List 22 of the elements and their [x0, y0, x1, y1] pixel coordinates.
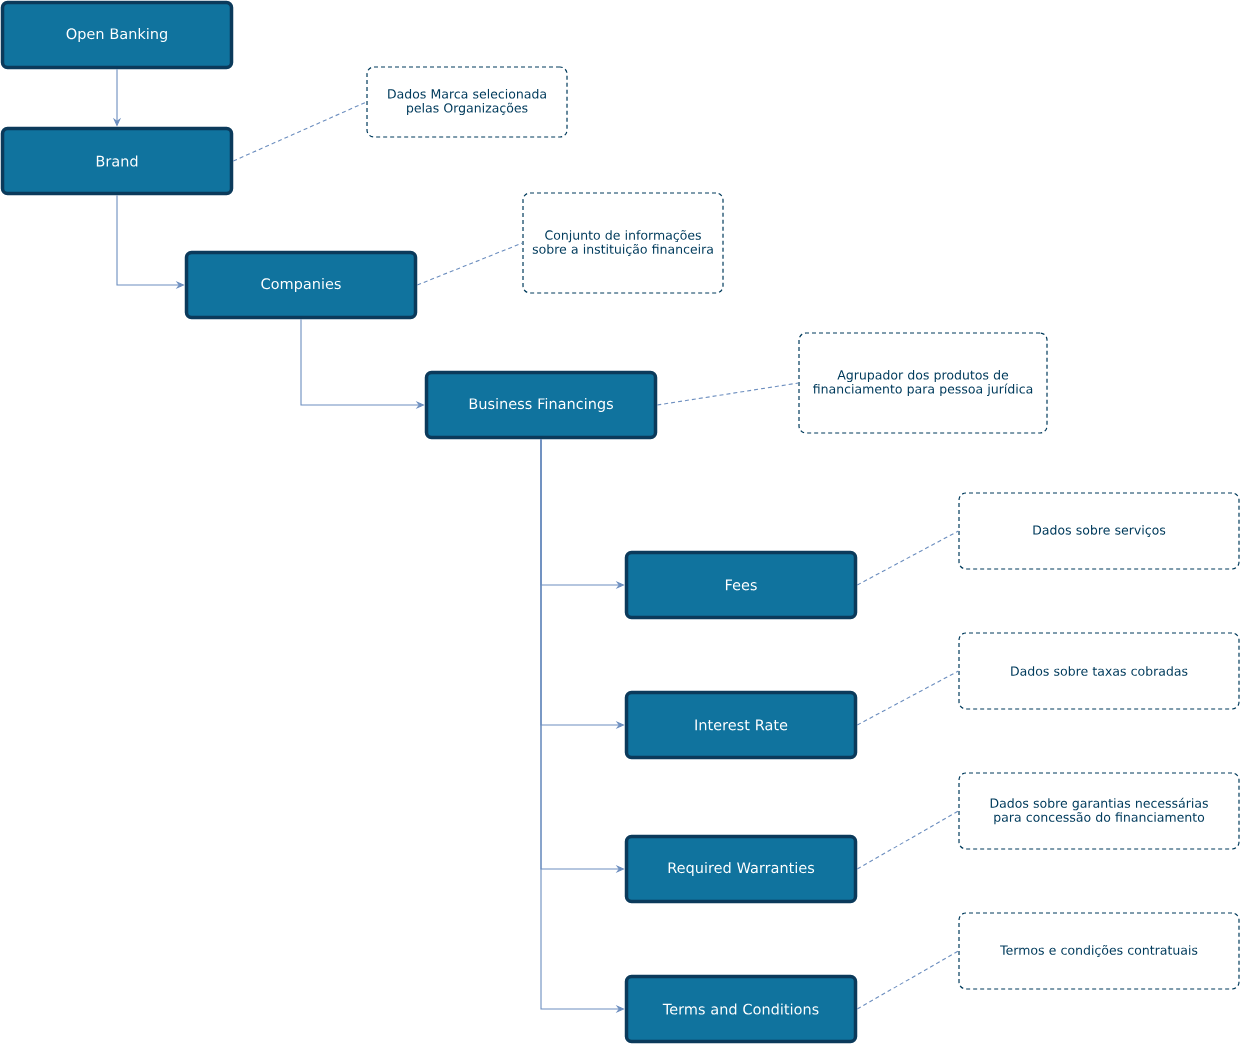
- leader-line: [856, 810, 959, 870]
- process-box: Open Banking: [0, 0, 234, 70]
- leader-line: [232, 101, 367, 162]
- process-box: Fees: [624, 550, 858, 620]
- process-box: Terms and Conditions: [624, 974, 858, 1044]
- leader-line: [856, 530, 959, 586]
- note-box: Conjunto de informações sobre a instituição financeira: [522, 192, 724, 294]
- process-box: Companies: [184, 250, 418, 320]
- note-box: Dados Marca selecionada pelas Organizações: [366, 66, 568, 138]
- note-box: Dados sobre garantias necessárias para concessão do financiamento: [958, 772, 1240, 850]
- note-box: Dados sobre taxas cobradas: [958, 632, 1240, 710]
- leader-line: [416, 242, 523, 286]
- note-box: Dados sobre serviços: [958, 492, 1240, 570]
- process-box: Business Financings: [424, 370, 658, 440]
- process-box: Brand: [0, 126, 234, 196]
- leader-line: [856, 670, 959, 726]
- process-box: Interest Rate: [624, 690, 858, 760]
- note-box: Termos e condições contratuais: [958, 912, 1240, 990]
- leader-line: [656, 382, 799, 406]
- note-box: Agrupador dos produtos de financiamento para pessoa jurídica: [798, 332, 1048, 434]
- leader-line: [856, 950, 959, 1010]
- process-box: Required Warranties: [624, 834, 858, 904]
